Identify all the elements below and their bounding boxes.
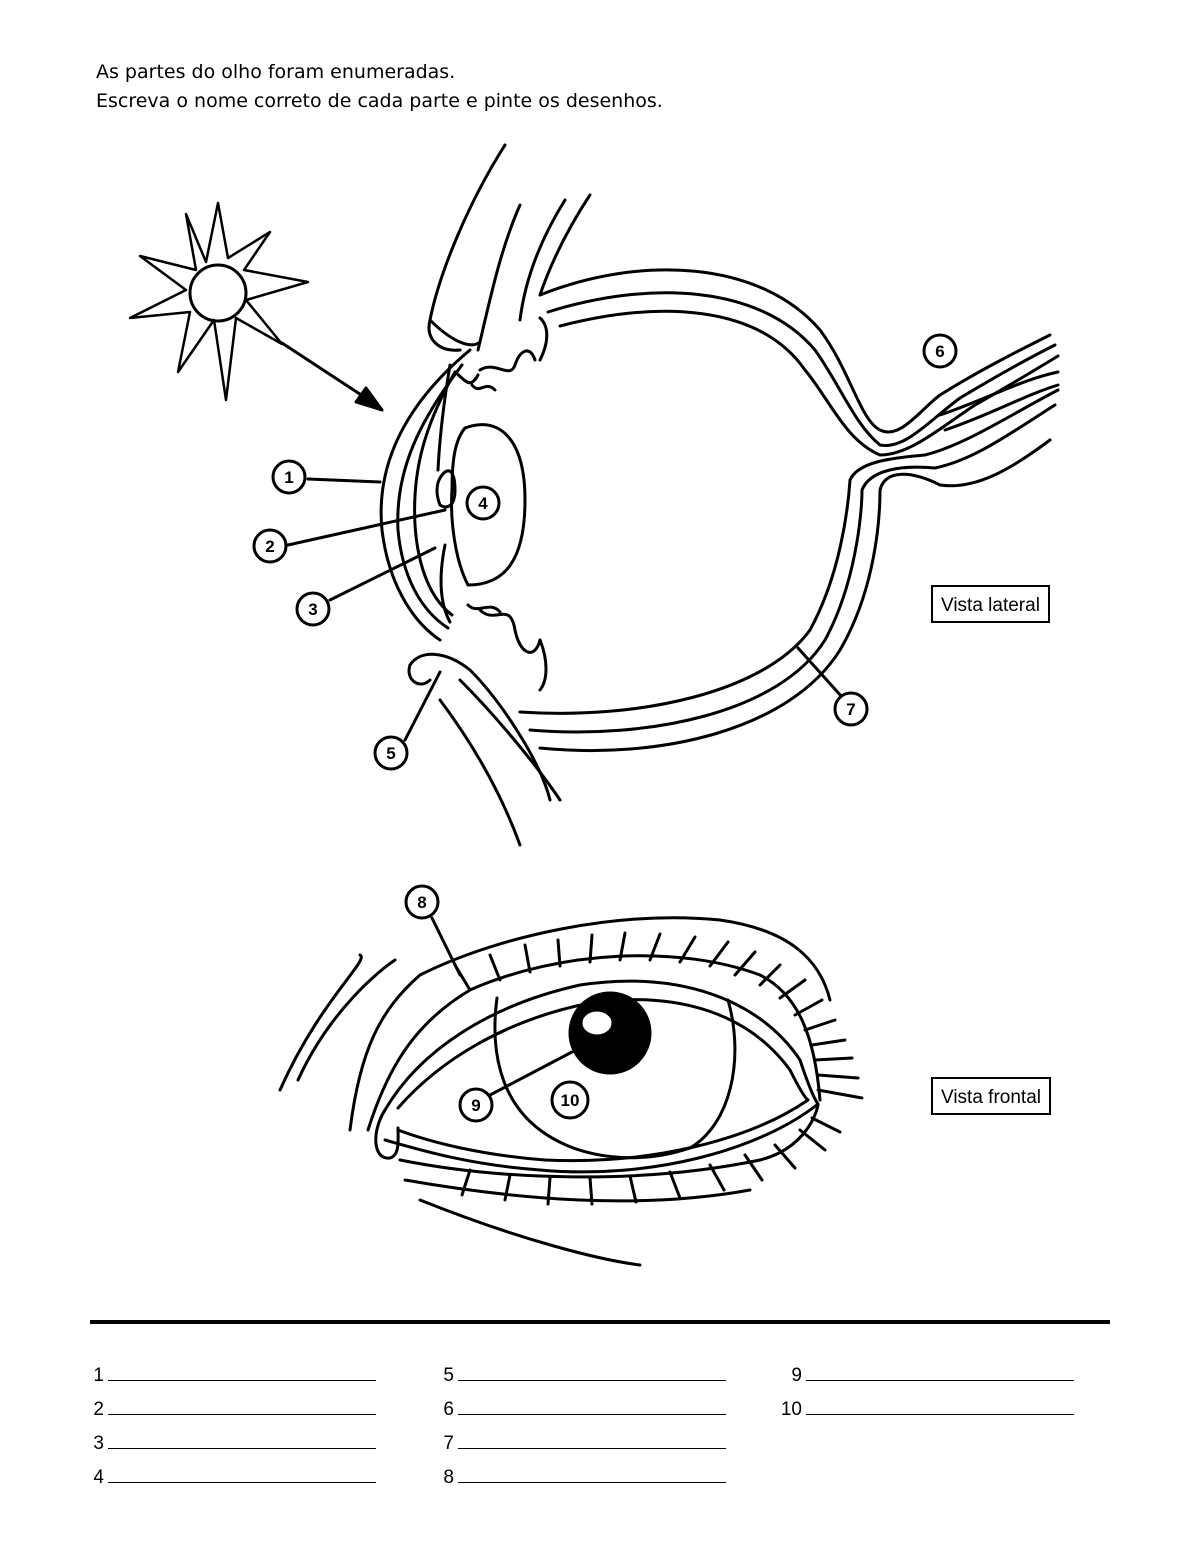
answer-blank[interactable] [458, 1396, 726, 1415]
callout-markers [252, 333, 958, 1123]
answer-number: 2 [93, 1399, 104, 1420]
callout-7: 7 [846, 700, 855, 719]
lateral-view-label: Vista lateral [931, 585, 1050, 623]
callout-4: 4 [478, 494, 488, 513]
callout-8: 8 [417, 893, 426, 912]
answer-number: 7 [443, 1433, 454, 1454]
eye-side-view [286, 143, 1060, 847]
answer-blank[interactable] [458, 1362, 726, 1381]
answer-row-1: 1 [80, 1362, 376, 1387]
callout-3: 3 [308, 600, 317, 619]
instructions: As partes do olho foram enumeradas. Escr… [96, 58, 663, 116]
answer-row-4: 4 [80, 1464, 376, 1489]
instruction-line-2: Escreva o nome correto de cada parte e p… [96, 90, 663, 112]
callout-1: 1 [284, 468, 293, 487]
callout-2: 2 [265, 537, 274, 556]
answer-number: 3 [93, 1433, 104, 1454]
answer-row-6: 6 [430, 1396, 726, 1421]
answer-blank[interactable] [108, 1396, 376, 1415]
callout-10: 10 [561, 1091, 580, 1110]
answer-blank[interactable] [806, 1362, 1074, 1381]
answer-blank[interactable] [108, 1464, 376, 1483]
answer-number: 8 [443, 1467, 454, 1488]
answer-blank[interactable] [806, 1396, 1074, 1415]
callout-numbers: 1 2 3 4 5 6 7 8 9 10 [265, 342, 944, 1115]
frontal-view-label: Vista frontal [931, 1077, 1051, 1115]
answer-row-5: 5 [430, 1362, 726, 1387]
sun-icon [128, 201, 310, 402]
answer-blank[interactable] [108, 1430, 376, 1449]
callout-9: 9 [471, 1096, 480, 1115]
callout-6: 6 [935, 342, 944, 361]
answer-row-10: 10 [778, 1396, 1074, 1421]
answer-number: 10 [780, 1399, 802, 1420]
answer-row-2: 2 [80, 1396, 376, 1421]
answer-row-9: 9 [778, 1362, 1074, 1387]
answer-number: 5 [443, 1365, 454, 1386]
answer-blank[interactable] [458, 1464, 726, 1483]
instruction-line-1: As partes do olho foram enumeradas. [96, 61, 456, 83]
answer-blank[interactable] [458, 1430, 726, 1449]
answer-row-3: 3 [80, 1430, 376, 1455]
answer-row-7: 7 [430, 1430, 726, 1455]
answer-number: 9 [791, 1365, 802, 1386]
section-divider [90, 1320, 1110, 1324]
answer-blank[interactable] [108, 1362, 376, 1381]
light-arrow [280, 341, 384, 412]
answer-number: 6 [443, 1399, 454, 1420]
answer-number: 1 [93, 1365, 104, 1386]
callout-5: 5 [386, 744, 395, 763]
eye-front-view [278, 916, 864, 1267]
answer-row-8: 8 [430, 1464, 726, 1489]
answer-number: 4 [93, 1467, 104, 1488]
